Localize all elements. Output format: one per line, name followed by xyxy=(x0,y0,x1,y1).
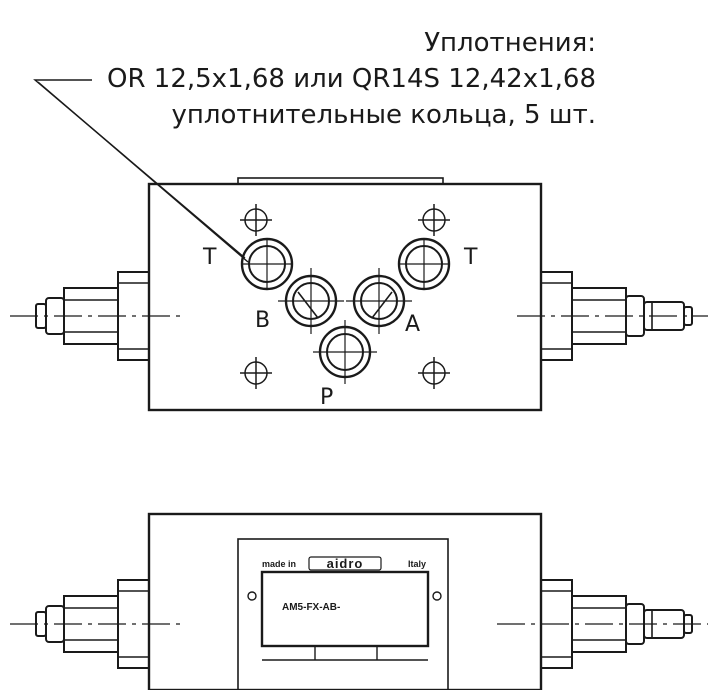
top-view: T T B A P xyxy=(10,177,708,412)
seal-note-title: Уплотнения: xyxy=(424,28,596,58)
port-label-b: B xyxy=(255,308,270,333)
seal-note-rings: уплотнительные кольца, 5 шт. xyxy=(171,100,596,130)
nameplate-model: AM5-FX-AB- xyxy=(282,602,340,613)
port-b xyxy=(278,268,344,334)
seal-note-spec: OR 12,5x1,68 или QR14S 12,42x1,68 xyxy=(107,64,596,94)
nameplate xyxy=(237,538,449,690)
port-label-a: A xyxy=(405,312,420,337)
mounting-holes-top xyxy=(240,204,450,389)
port-label-t-right: T xyxy=(463,245,478,270)
nameplate-brand: aidro xyxy=(327,556,364,571)
side-view: made in aidro Italy AM5-FX-AB- xyxy=(10,512,708,690)
port-t-right xyxy=(397,237,451,291)
nameplate-made-in: made in xyxy=(262,559,296,569)
port-p xyxy=(313,320,377,384)
leader-line xyxy=(33,79,249,263)
port-label-t-left: T xyxy=(202,245,217,270)
port-t-left xyxy=(240,237,294,291)
nameplate-country: Italy xyxy=(408,559,426,569)
port-a xyxy=(346,268,412,334)
port-label-p: P xyxy=(320,385,333,410)
